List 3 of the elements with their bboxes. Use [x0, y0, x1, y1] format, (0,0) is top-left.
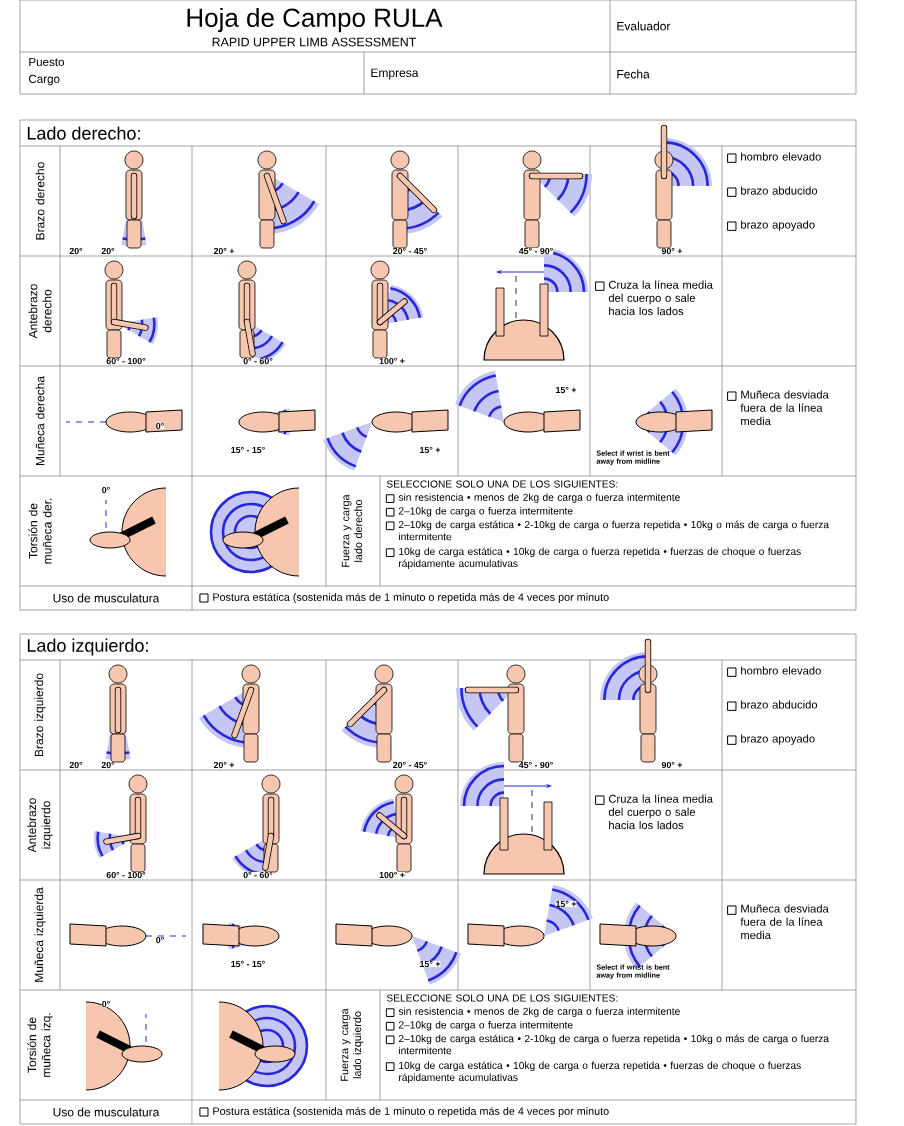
section-heading: Lado derecho: [27, 126, 140, 140]
section-heading: Lado izquierdo: [27, 638, 148, 656]
title: Hoja de Campo RULA [187, 7, 443, 33]
